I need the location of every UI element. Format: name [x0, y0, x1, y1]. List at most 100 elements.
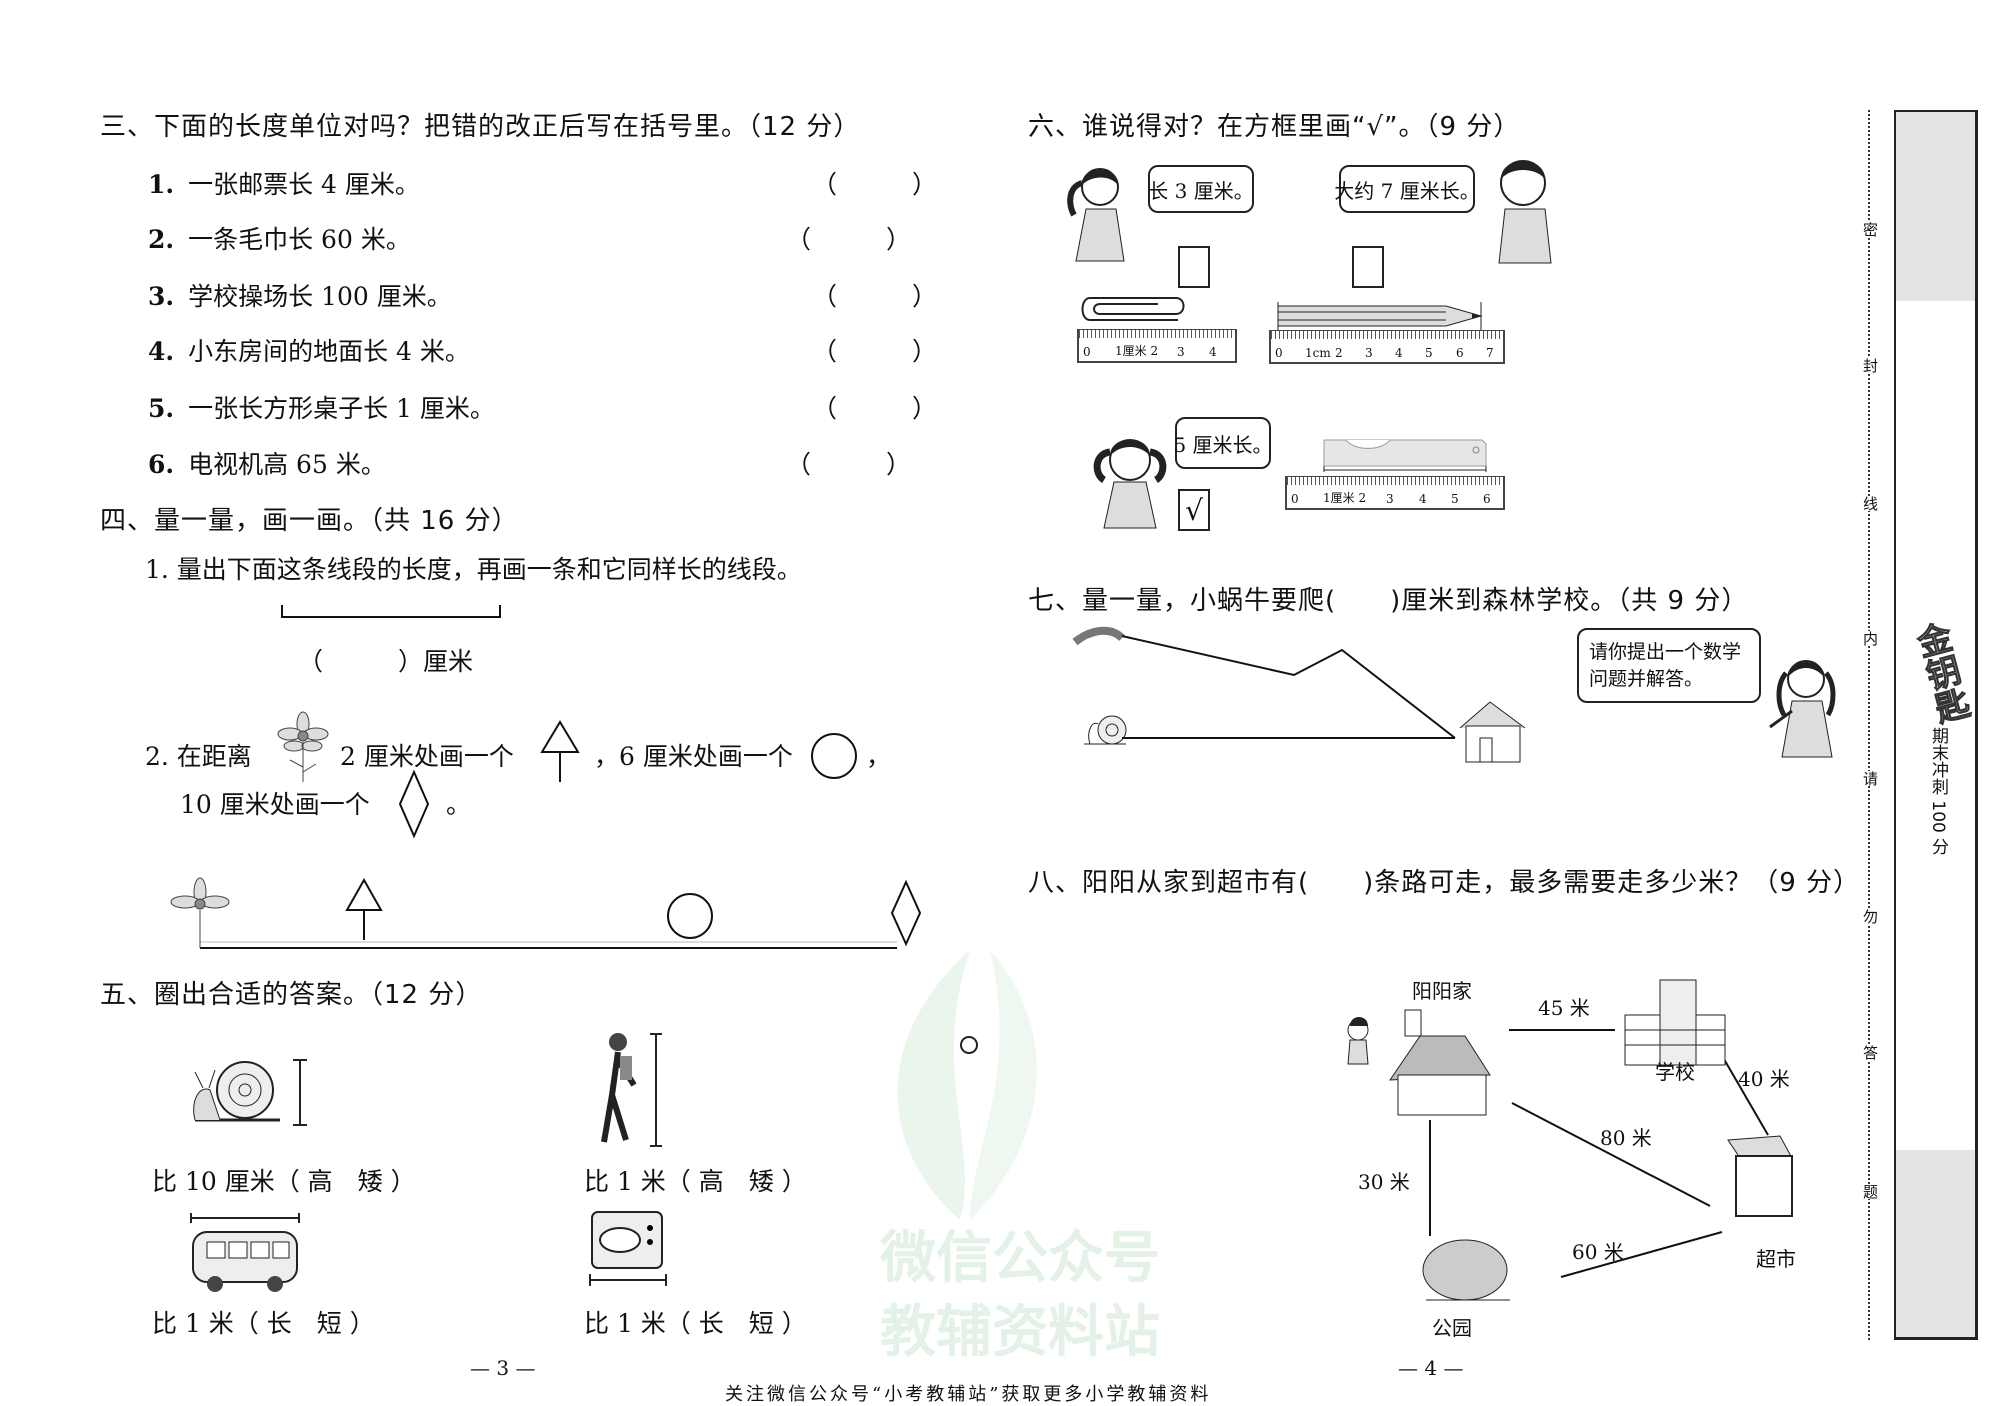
question-item: 2. 一条毛巾长 60 米。 [148, 220, 411, 256]
route-map [1347, 979, 1793, 1301]
distance-label: 30 米 [1358, 1170, 1410, 1194]
boy-icon [1498, 160, 1552, 264]
section-4-title: 四、量一量，画一画。（共 16 分） [100, 506, 519, 536]
line-segment [281, 605, 501, 618]
snail-icon [193, 1059, 307, 1126]
answer-checkbox[interactable]: √ [1178, 489, 1210, 531]
speech-bubble: 大约 7 厘米长。 [1334, 165, 1480, 213]
section-6-title: 六、谁说得对？在方框里画“√”。（9 分） [1028, 112, 1521, 142]
distance-label: 40 米 [1738, 1067, 1790, 1091]
question-text: 2 厘米处画一个 [340, 742, 514, 771]
footer-note: 关注微信公众号“小考教辅站”获取更多小学教辅资料 [725, 1384, 1212, 1405]
seal-char: 答 [1860, 1045, 1881, 1060]
answer-blank[interactable]: （ ） [812, 170, 938, 199]
triangle-icon [345, 877, 383, 940]
ruler-tick-label: 5 [1425, 346, 1433, 360]
ruler-tick-label: 3 [1386, 492, 1394, 506]
answer-blank[interactable]: （ ） [812, 394, 938, 423]
seal-char: 密 [1860, 222, 1881, 237]
answer-blank[interactable]: （ ） [786, 450, 912, 479]
paperclip-icon [1081, 297, 1185, 321]
distance-label: 80 米 [1600, 1126, 1652, 1150]
snail-path-diagram [1072, 626, 1526, 763]
question-item: 1. 一张邮票长 4 厘米。 [148, 165, 420, 201]
place-label-park: 公园 [1432, 1316, 1472, 1340]
item-text: 一条毛巾长 60 米。 [188, 225, 411, 254]
girl-icon [1093, 439, 1167, 529]
logo-text: 金钥匙 [1907, 618, 1973, 728]
measure-line [170, 877, 922, 949]
circle-icon [667, 893, 713, 939]
tv-icon [589, 1211, 667, 1286]
answer-blank[interactable]: （ ）厘米 [298, 647, 474, 676]
brand-logo: 金钥匙 [1904, 617, 1978, 728]
ruler-tick-label: 4 [1419, 492, 1427, 506]
speech-bubble: 5 厘米长。 [1173, 417, 1273, 469]
park-icon [1422, 1239, 1510, 1301]
answer-option[interactable]: 比 1 米（ 长 短 ） [152, 1309, 375, 1338]
pencil-icon [1277, 302, 1483, 330]
answer-checkbox[interactable] [1352, 246, 1384, 288]
boy-icon [1347, 1017, 1369, 1065]
route-upper [1121, 635, 1456, 739]
circle-icon [811, 733, 857, 779]
ruler-tick-label: 0 [1275, 346, 1283, 360]
girl-icon [1769, 660, 1836, 758]
diamond-icon [890, 879, 922, 947]
ruler-tick-label: 0 [1083, 345, 1091, 359]
ruler-tick-label: 5 [1451, 492, 1459, 506]
ruler-tick-label: 4 [1209, 345, 1217, 359]
bus-icon [190, 1213, 300, 1292]
item-text: 一张邮票长 4 厘米。 [188, 170, 420, 199]
item-text: 小东房间的地面长 4 米。 [188, 337, 470, 366]
watermark-leaf-icon [897, 950, 1037, 1220]
school-icon [1624, 979, 1726, 1066]
item-number: 2. [148, 225, 175, 254]
house-icon [1389, 1009, 1491, 1116]
question-text: 1. 量出下面这条线段的长度，再画一条和它同样长的线段。 [145, 555, 802, 584]
answer-blank[interactable]: （ ） [812, 282, 938, 311]
item-number: 1. [148, 170, 175, 199]
road-home-market [1511, 1102, 1711, 1207]
answer-option[interactable]: 比 1 米（ 高 矮 ） [584, 1167, 807, 1196]
answer-option[interactable]: 比 1 米（ 长 短 ） [584, 1309, 807, 1338]
caterpillar-icon [1072, 626, 1125, 646]
sidebar-subtitle: 期末冲刺 100 分 [1928, 727, 1948, 856]
question-text: 。 [446, 790, 472, 819]
diamond-icon [398, 769, 430, 839]
watermark-text: 教辅资料站 [880, 1300, 1160, 1365]
ruler-tick-label: 3 [1177, 345, 1185, 359]
answer-blank[interactable]: （ ） [786, 225, 912, 254]
speech-bubble: 请你提出一个数学问题并解答。 [1577, 628, 1761, 703]
section-8-title: 八、阳阳从家到超市有( )条路可走，最多需要走多少米？（9 分） [1028, 868, 1861, 898]
distance-label: 60 米 [1572, 1240, 1624, 1264]
ruler-tick-label: 1cm [1305, 346, 1331, 360]
question-item: 5. 一张长方形桌子长 1 厘米。 [148, 389, 495, 425]
page-number: — 4 — [1398, 1356, 1464, 1380]
answer-blank[interactable]: （ ） [812, 337, 938, 366]
seal-char: 线 [1860, 496, 1881, 511]
answer-checkbox[interactable] [1178, 246, 1210, 288]
seal-char: 题 [1860, 1184, 1881, 1199]
question-text: 2. 在距离 [145, 742, 252, 771]
question-text: ， [866, 742, 892, 771]
girl-icon [1067, 168, 1125, 262]
item-number: 6. [148, 450, 175, 479]
item-text: 电视机高 65 米。 [188, 450, 386, 479]
seal-char: 勿 [1860, 909, 1881, 924]
distance-label: 45 米 [1538, 996, 1590, 1020]
section-3-title: 三、下面的长度单位对吗？把错的改正后写在括号里。（12 分） [100, 112, 861, 142]
ruler-tick-label: 2 [1335, 346, 1343, 360]
snail-icon [1084, 715, 1127, 745]
supermarket-icon [1727, 1135, 1793, 1217]
item-text: 一张长方形桌子长 1 厘米。 [188, 394, 495, 423]
item-number: 5. [148, 394, 175, 423]
watermark-text: 微信公众号 [880, 1226, 1160, 1291]
ruler-tick-label: 7 [1486, 346, 1494, 360]
question-text: 10 厘米处画一个 [180, 790, 370, 819]
road-park-market [1560, 1231, 1723, 1278]
answer-option[interactable]: 比 10 厘米（ 高 矮 ） [152, 1167, 416, 1196]
ruler-tick-label: 6 [1456, 346, 1464, 360]
